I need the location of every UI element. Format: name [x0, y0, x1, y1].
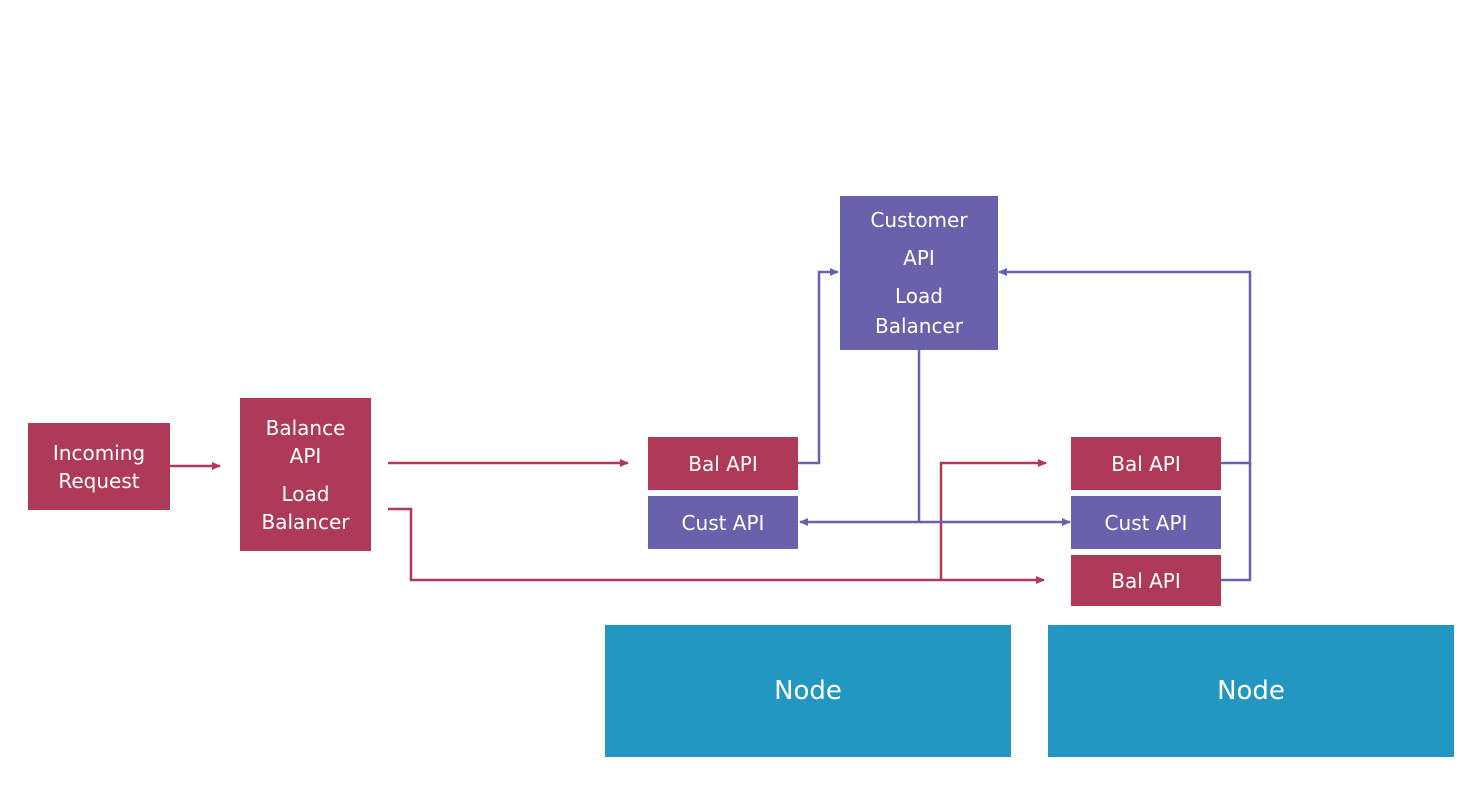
node2-bal-api-bottom-box: Bal API: [1071, 555, 1221, 606]
balance-lb-label-line1: Balance: [265, 415, 346, 440]
balance-lb-label-line2: API: [289, 443, 322, 468]
balance-api-load-balancer-box: Balance API Load Balancer: [240, 398, 371, 551]
incoming-request-label-line2: Request: [58, 468, 140, 493]
arrow-balance-lb-to-node2-bal-bottom: [388, 507, 1045, 584]
customer-lb-label-line3: Load: [895, 284, 943, 308]
arrow-node1-bal-to-customer-lb: [798, 268, 839, 465]
incoming-request-label-line1: Incoming: [52, 440, 146, 465]
node1-box: Node: [605, 625, 1011, 757]
balance-lb-label-line3: Load: [281, 481, 330, 506]
line-node2-bal-bottom-to-riser: [1221, 463, 1252, 582]
node1-cust-api-box: Cust API: [648, 496, 798, 549]
node2-bal-api-top-box: Bal API: [1071, 437, 1221, 490]
customer-api-load-balancer-box: Customer API Load Balancer: [840, 196, 998, 350]
customer-lb-label-line1: Customer: [870, 208, 968, 232]
node1-bal-api-box: Bal API: [648, 437, 798, 490]
customer-lb-label-line2: API: [903, 246, 935, 270]
node2-box: Node: [1048, 625, 1454, 757]
arrow-branch-to-node2-bal-top: [939, 459, 1047, 580]
node2-cust-api-box: Cust API: [1071, 496, 1221, 549]
arrow-node2-bals-to-customer-lb: [998, 268, 1252, 465]
customer-lb-label-line4: Balancer: [875, 314, 963, 338]
balance-lb-label-line4: Balancer: [261, 509, 350, 534]
incoming-request-box: Incoming Request: [28, 423, 170, 510]
